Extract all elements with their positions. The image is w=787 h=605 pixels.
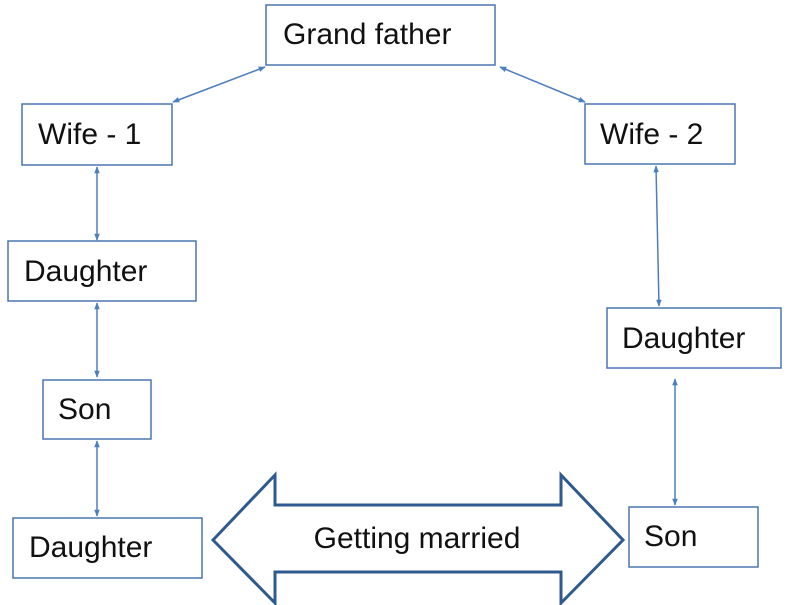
marriage-arrow-shape <box>210 471 626 605</box>
node-grandfather: Grand father <box>265 4 496 66</box>
node-wife1-label: Wife - 1 <box>38 118 141 151</box>
node-right-daughter-label: Daughter <box>622 322 745 355</box>
node-wife2-label: Wife - 2 <box>600 118 703 151</box>
node-wife2: Wife - 2 <box>584 103 736 165</box>
edge-grandfather-wife2 <box>499 66 586 103</box>
node-right-son-label: Son <box>644 520 697 553</box>
node-left-daughter-2-label: Daughter <box>29 531 152 564</box>
edge-wife2-daughter <box>653 165 662 307</box>
node-left-daughter-2: Daughter <box>12 517 203 579</box>
node-grandfather-label: Grand father <box>283 18 451 51</box>
node-right-daughter: Daughter <box>606 307 782 369</box>
edge-grandfather-wife1 <box>172 66 266 103</box>
node-left-daughter-1: Daughter <box>7 240 197 302</box>
marriage-arrow-label: Getting married <box>314 522 521 555</box>
marriage-arrow: Getting married <box>210 471 626 605</box>
node-right-son: Son <box>628 506 759 568</box>
node-wife1: Wife - 1 <box>21 103 173 166</box>
node-left-daughter-1-label: Daughter <box>24 255 147 288</box>
node-left-son: Son <box>42 379 152 440</box>
node-left-son-label: Son <box>58 393 111 426</box>
